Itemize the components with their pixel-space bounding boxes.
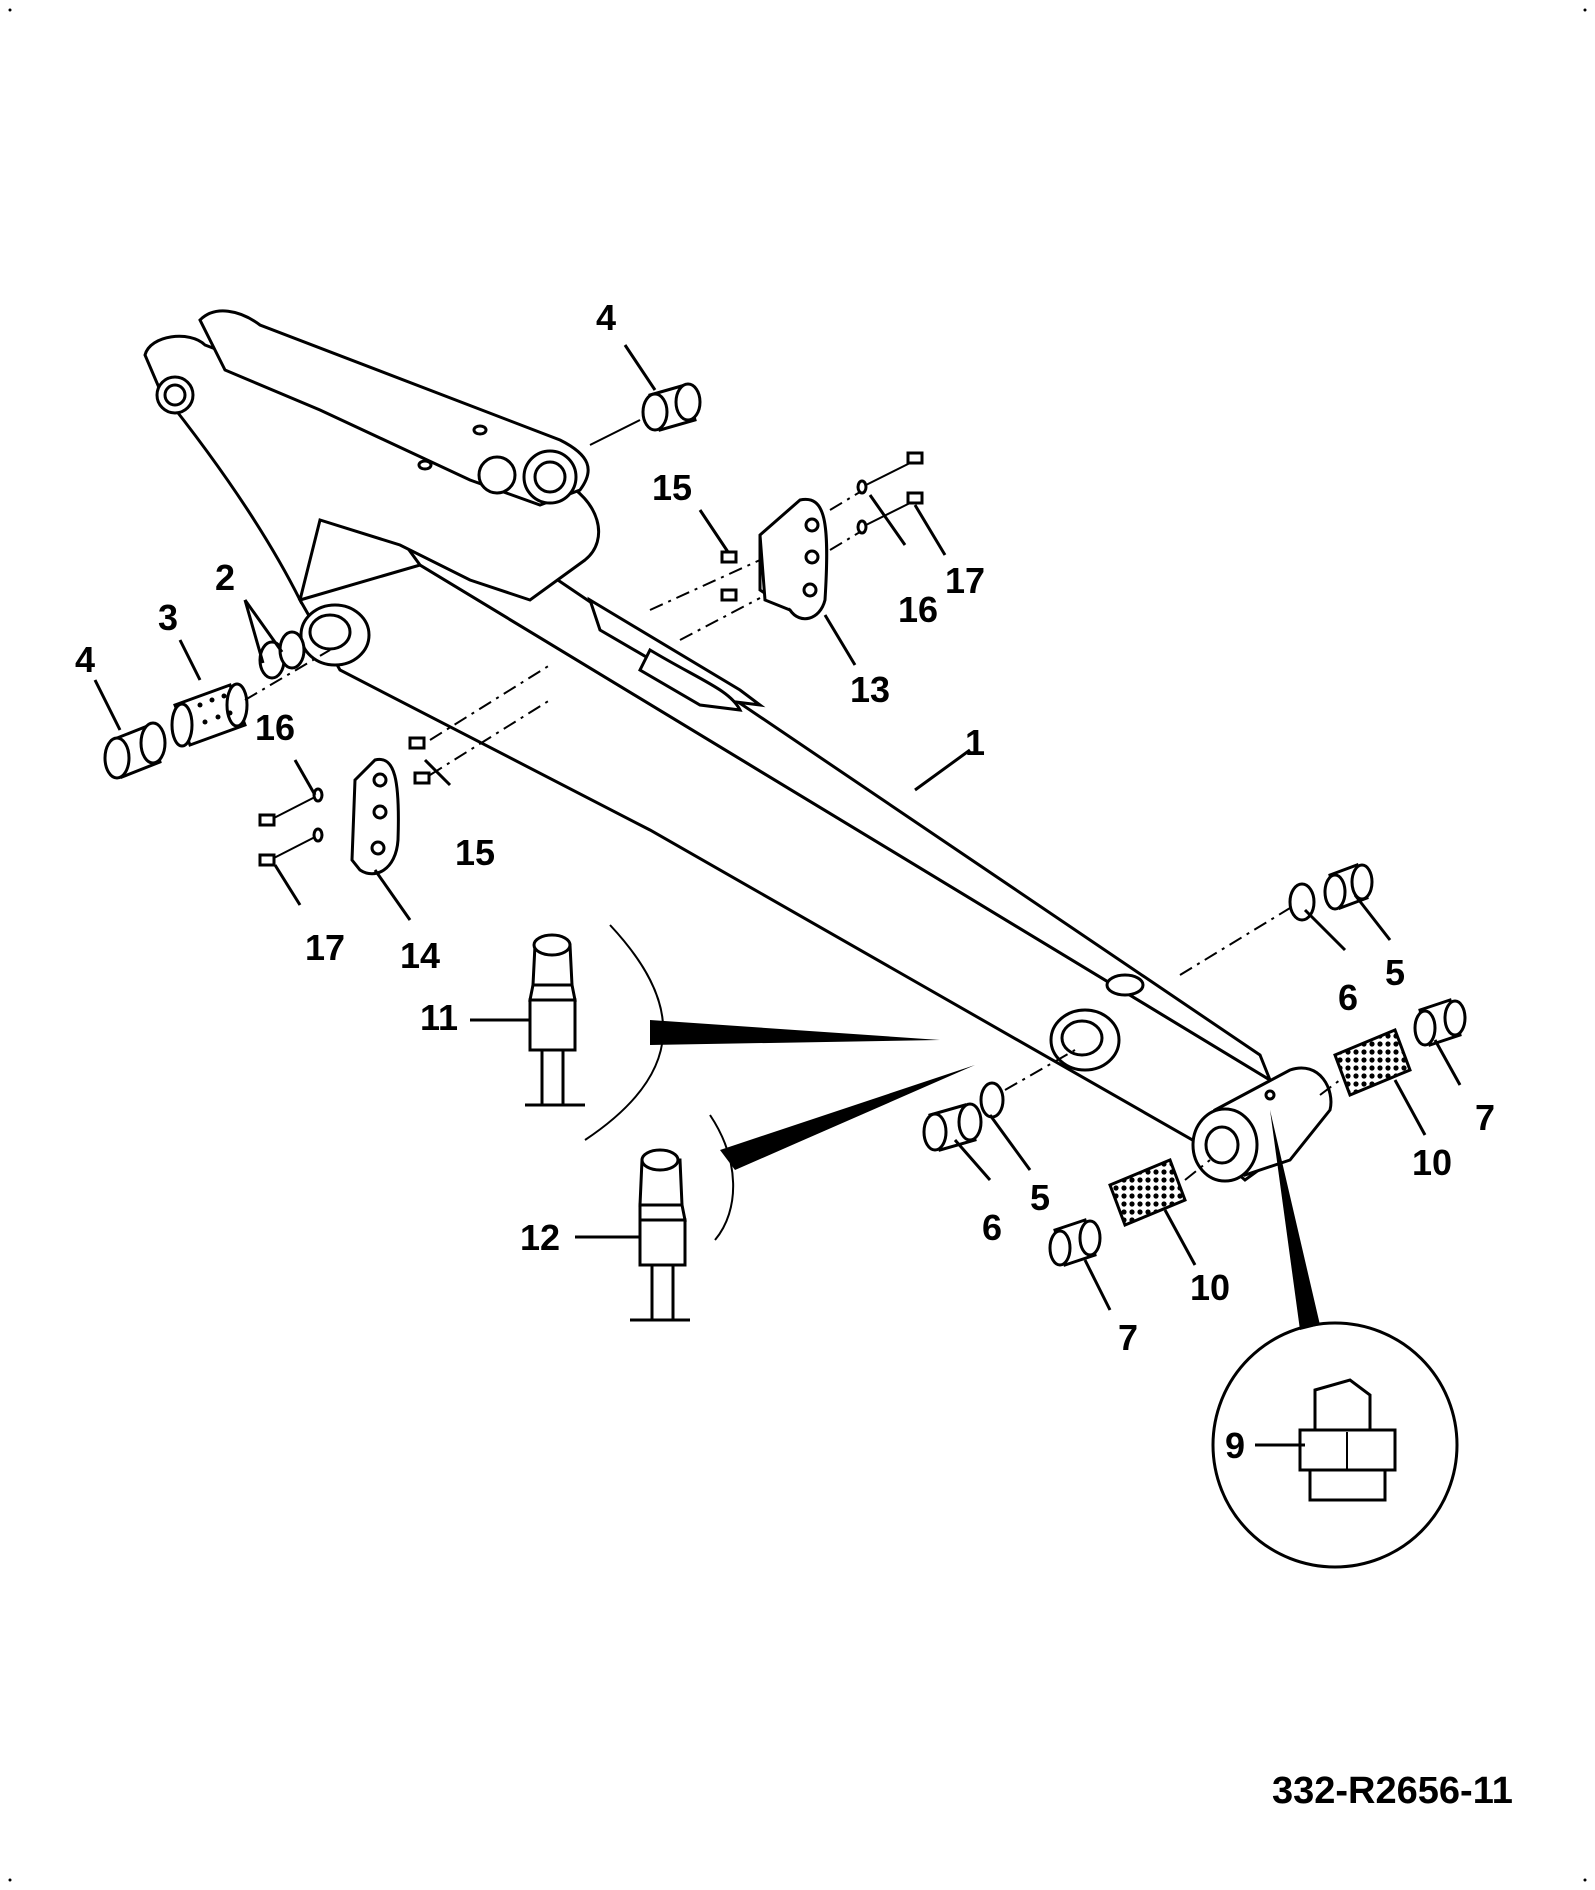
fitting-12-detail xyxy=(575,1065,975,1322)
grease-nipple-detail xyxy=(1211,1110,1459,1569)
callout-7-lower: 7 xyxy=(1118,1317,1138,1358)
callout-2: 2 xyxy=(215,557,235,598)
callout-9: 9 xyxy=(1225,1425,1245,1466)
plate-13-assembly xyxy=(649,451,924,641)
callout-3: 3 xyxy=(158,597,178,638)
left-pivot-parts xyxy=(103,630,331,780)
callout-16-left: 16 xyxy=(255,707,295,748)
plate-14-assembly xyxy=(258,664,551,876)
boom-arm xyxy=(143,309,1333,1183)
callout-1: 1 xyxy=(965,722,985,763)
callout-labels: 1 2 3 4 4 15 16 17 13 16 15 17 14 11 12 … xyxy=(75,297,1495,1466)
callout-11: 11 xyxy=(420,997,458,1038)
callout-17-right: 17 xyxy=(945,560,985,601)
leader-lines xyxy=(93,344,1462,1311)
top-bush xyxy=(589,382,702,446)
callout-10-upper: 10 xyxy=(1412,1142,1452,1183)
callout-6-lower: 6 xyxy=(982,1207,1002,1248)
fitting-11-detail xyxy=(470,924,940,1141)
callout-10-lower: 10 xyxy=(1190,1267,1230,1308)
right-pivot-parts xyxy=(922,863,1467,1267)
callout-15-top: 15 xyxy=(652,467,692,508)
callout-5-upper: 5 xyxy=(1385,952,1405,993)
drawing-reference-number: 332-R2656-11 xyxy=(1272,1770,1513,1812)
callout-5-lower: 5 xyxy=(1030,1177,1050,1218)
callout-7-upper: 7 xyxy=(1475,1097,1495,1138)
callout-12: 12 xyxy=(520,1217,560,1258)
callout-17-left: 17 xyxy=(305,927,345,968)
callout-15-left: 15 xyxy=(455,832,495,873)
callout-6-upper: 6 xyxy=(1338,977,1358,1018)
callout-14: 14 xyxy=(400,935,440,976)
callout-13: 13 xyxy=(850,669,890,710)
corner-marks xyxy=(8,8,1587,1882)
callout-16-right: 16 xyxy=(898,589,938,630)
callout-4-left: 4 xyxy=(75,639,95,680)
callout-4-top: 4 xyxy=(596,297,616,338)
